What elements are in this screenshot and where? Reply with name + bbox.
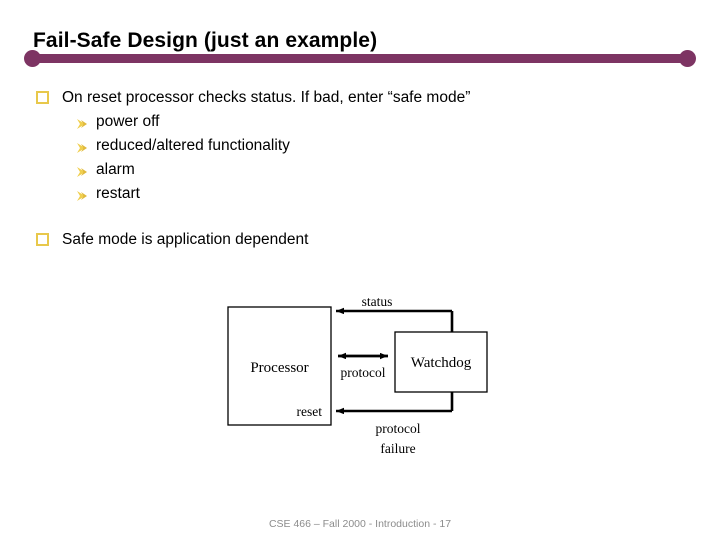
list-item-label: reduced/altered functionality xyxy=(96,137,290,154)
square-bullet-icon xyxy=(36,233,49,246)
processor-box-label: Processor xyxy=(250,360,308,376)
protocol-edge-label: protocol xyxy=(341,365,386,380)
square-bullet-icon xyxy=(36,91,49,104)
watchdog-box-label: Watchdog xyxy=(411,355,472,371)
bullet-item-label: On reset processor checks status. If bad… xyxy=(62,89,471,106)
page-title: Fail-Safe Design (just an example) xyxy=(33,29,378,52)
arrow-bullet-icon xyxy=(76,139,90,153)
list-item: restart xyxy=(34,182,674,206)
content-bullet-list: On reset processor checks status. If bad… xyxy=(34,86,674,251)
list-item: reduced/altered functionality xyxy=(34,134,674,158)
list-item: power off xyxy=(34,110,674,134)
list-item-label: alarm xyxy=(96,161,135,178)
arrow-bullet-icon xyxy=(76,163,90,177)
watchdog-processor-block-diagram: Processor Watchdog status protocol reset… xyxy=(200,285,540,475)
protocol-failure-label-line2: failure xyxy=(380,441,415,456)
slide-footer: CSE 466 – Fall 2000 - Introduction - 17 xyxy=(268,518,452,530)
protocol-failure-label-line1: protocol xyxy=(376,421,421,436)
watchdog-box xyxy=(394,331,488,393)
list-item-label: restart xyxy=(96,185,140,202)
processor-box xyxy=(227,306,332,426)
rule-cap-right-icon xyxy=(679,50,696,67)
sub-bullet-list: power off reduced/altered functionality xyxy=(34,110,674,206)
rule-bar xyxy=(32,54,688,63)
reset-edge-label: reset xyxy=(297,404,323,419)
bullet-item-level1: Safe mode is application dependent xyxy=(34,228,674,251)
list-item: alarm xyxy=(34,158,674,182)
bullet-spacer xyxy=(34,206,674,228)
arrow-bullet-icon xyxy=(76,187,90,201)
bullet-item-label: Safe mode is application dependent xyxy=(62,231,309,248)
title-accent-rule xyxy=(24,50,696,68)
list-item-label: power off xyxy=(96,113,160,130)
arrow-bullet-icon xyxy=(76,115,90,129)
status-edge-label: status xyxy=(362,294,393,309)
bullet-item-level1: On reset processor checks status. If bad… xyxy=(34,86,674,109)
